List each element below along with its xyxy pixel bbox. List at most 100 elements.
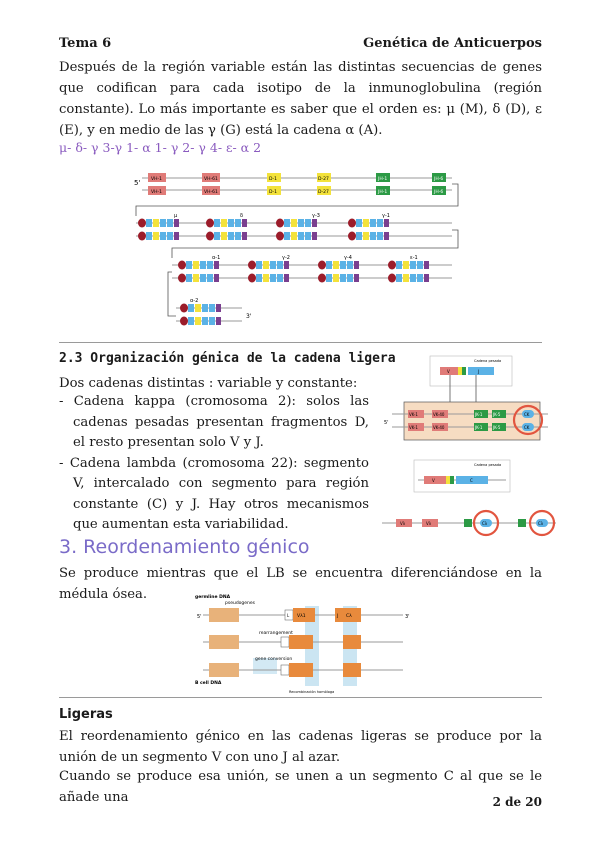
constant-exon — [146, 232, 152, 240]
constant-exon — [348, 231, 356, 241]
constant-exon — [248, 273, 256, 283]
constant-exon — [206, 231, 214, 241]
svg-text:Vλ: Vλ — [400, 521, 406, 526]
ligeras-paragraph-2: Cuando se produce esa unión, se unen a u… — [59, 769, 542, 805]
svg-text:Cadena pesada: Cadena pesada — [474, 463, 501, 467]
constant-exon — [333, 274, 339, 282]
svg-text:γ-2: γ-2 — [282, 255, 290, 261]
constant-exon — [377, 232, 383, 240]
constant-exon — [312, 232, 317, 240]
constant-exon — [370, 232, 376, 240]
header-title: Genética de Anticuerpos — [363, 36, 542, 51]
svg-text:pseudogenes: pseudogenes — [225, 600, 256, 606]
heavy-chain-locus-figure: 5' VH-1 VH-61 D-1 D-27 JH-1 JH-6 VH-1 VH… — [134, 173, 459, 326]
constant-exon — [193, 261, 199, 269]
svg-text:3': 3' — [246, 313, 252, 320]
constant-exon — [186, 261, 192, 269]
constant-exon — [228, 232, 234, 240]
svg-text:germline DNA: germline DNA — [195, 594, 231, 600]
svg-text:α-2: α-2 — [190, 298, 198, 304]
intro-paragraph: Después de la región variable están las … — [59, 60, 542, 138]
svg-text:CK: CK — [524, 425, 530, 430]
svg-text:Cλ: Cλ — [482, 521, 488, 526]
constant-exon — [178, 273, 186, 283]
constant-exon — [403, 274, 409, 282]
divider-1 — [59, 342, 542, 343]
svg-text:VK-1: VK-1 — [409, 412, 418, 417]
constant-exon — [356, 219, 362, 227]
constant-exon — [348, 218, 356, 228]
constant-exon — [298, 232, 304, 240]
gene-conversion-figure: germline DNA pseudogenes 5' L Vλ1 J Cλ 3… — [195, 594, 410, 694]
svg-text:L: L — [287, 613, 290, 618]
section-3-title: 3. Reordenamiento génico — [59, 536, 310, 558]
constant-exon — [298, 219, 304, 227]
isotype-sequence: μ- δ- γ 3-γ 1- α 1- γ 2- γ 4- ε- α 2 — [59, 140, 262, 155]
header-topic: Tema 6 — [59, 36, 112, 51]
constant-exon — [138, 218, 146, 228]
svg-text:VK-40: VK-40 — [433, 412, 445, 417]
svg-text:JK-1: JK-1 — [474, 412, 483, 417]
light-chain-list: - Cadena kappa (cromosoma 2): solos las … — [59, 392, 369, 536]
constant-exon — [138, 231, 146, 241]
constant-row-2 — [178, 260, 429, 283]
constant-exon — [312, 219, 317, 227]
svg-text:D-1: D-1 — [269, 176, 277, 182]
germline-row: 5' L Vλ1 J Cλ 3' — [197, 608, 410, 622]
bcell-row — [203, 663, 403, 677]
constant-exon — [195, 304, 201, 312]
constant-exon — [186, 274, 192, 282]
constant-exon — [396, 274, 402, 282]
svg-text:VK-1: VK-1 — [409, 425, 418, 430]
bullet-lambda: - Cadena lambda (cromosoma 22): segmento… — [59, 455, 369, 533]
page-number: 2 de 20 — [492, 795, 542, 809]
svg-text:ε-1: ε-1 — [410, 255, 418, 261]
constant-exon — [235, 219, 241, 227]
constant-exon — [209, 304, 215, 312]
constant-row-3 — [180, 303, 221, 326]
constant-exon — [377, 219, 383, 227]
constant-exon — [207, 274, 213, 282]
svg-text:JH-6: JH-6 — [433, 176, 443, 182]
divider-2 — [59, 697, 542, 698]
constant-exon — [188, 317, 194, 325]
constant-exon — [424, 261, 429, 269]
constant-exon — [396, 261, 402, 269]
svg-text:D-1: D-1 — [269, 189, 277, 195]
bullet-kappa: - Cadena kappa (cromosoma 2): solos las … — [59, 394, 369, 450]
constant-exon — [256, 274, 262, 282]
svg-text:B cell DNA: B cell DNA — [195, 680, 222, 686]
constant-exon — [174, 219, 179, 227]
constant-exon — [160, 232, 166, 240]
rearranged-row — [203, 635, 403, 649]
constant-exon — [209, 317, 215, 325]
constant-exon — [318, 273, 326, 283]
constant-exon — [167, 219, 173, 227]
constant-exon — [291, 219, 297, 227]
constant-exon — [354, 274, 359, 282]
constant-exon — [180, 303, 188, 313]
svg-text:D-27: D-27 — [318, 189, 329, 195]
constant-exon — [153, 219, 159, 227]
section-3-text: Se produce mientras que el LB se encuent… — [59, 566, 542, 602]
svg-text:5': 5' — [197, 614, 202, 620]
constant-exon — [284, 232, 290, 240]
constant-exon — [388, 273, 396, 283]
constant-exon — [214, 219, 220, 227]
svg-text:JH-1: JH-1 — [377, 189, 387, 195]
constant-exon — [284, 274, 289, 282]
constant-exon — [276, 231, 284, 241]
svg-text:3': 3' — [405, 614, 410, 620]
constant-exon — [276, 218, 284, 228]
constant-exon — [202, 304, 208, 312]
section-2-3-title: 2.3 Organización génica de la cadena lig… — [59, 351, 396, 366]
row2-segments: VH-1 VH-61 D-1 D-27 JH-1 JH-6 — [148, 186, 446, 195]
svg-text:VH-61: VH-61 — [204, 189, 218, 195]
svg-text:J: J — [477, 369, 479, 374]
svg-text:V: V — [447, 369, 450, 374]
constant-exon — [403, 261, 409, 269]
constant-exon — [193, 274, 199, 282]
constant-exon — [284, 219, 290, 227]
constant-exon — [363, 232, 369, 240]
constant-exon — [221, 219, 227, 227]
